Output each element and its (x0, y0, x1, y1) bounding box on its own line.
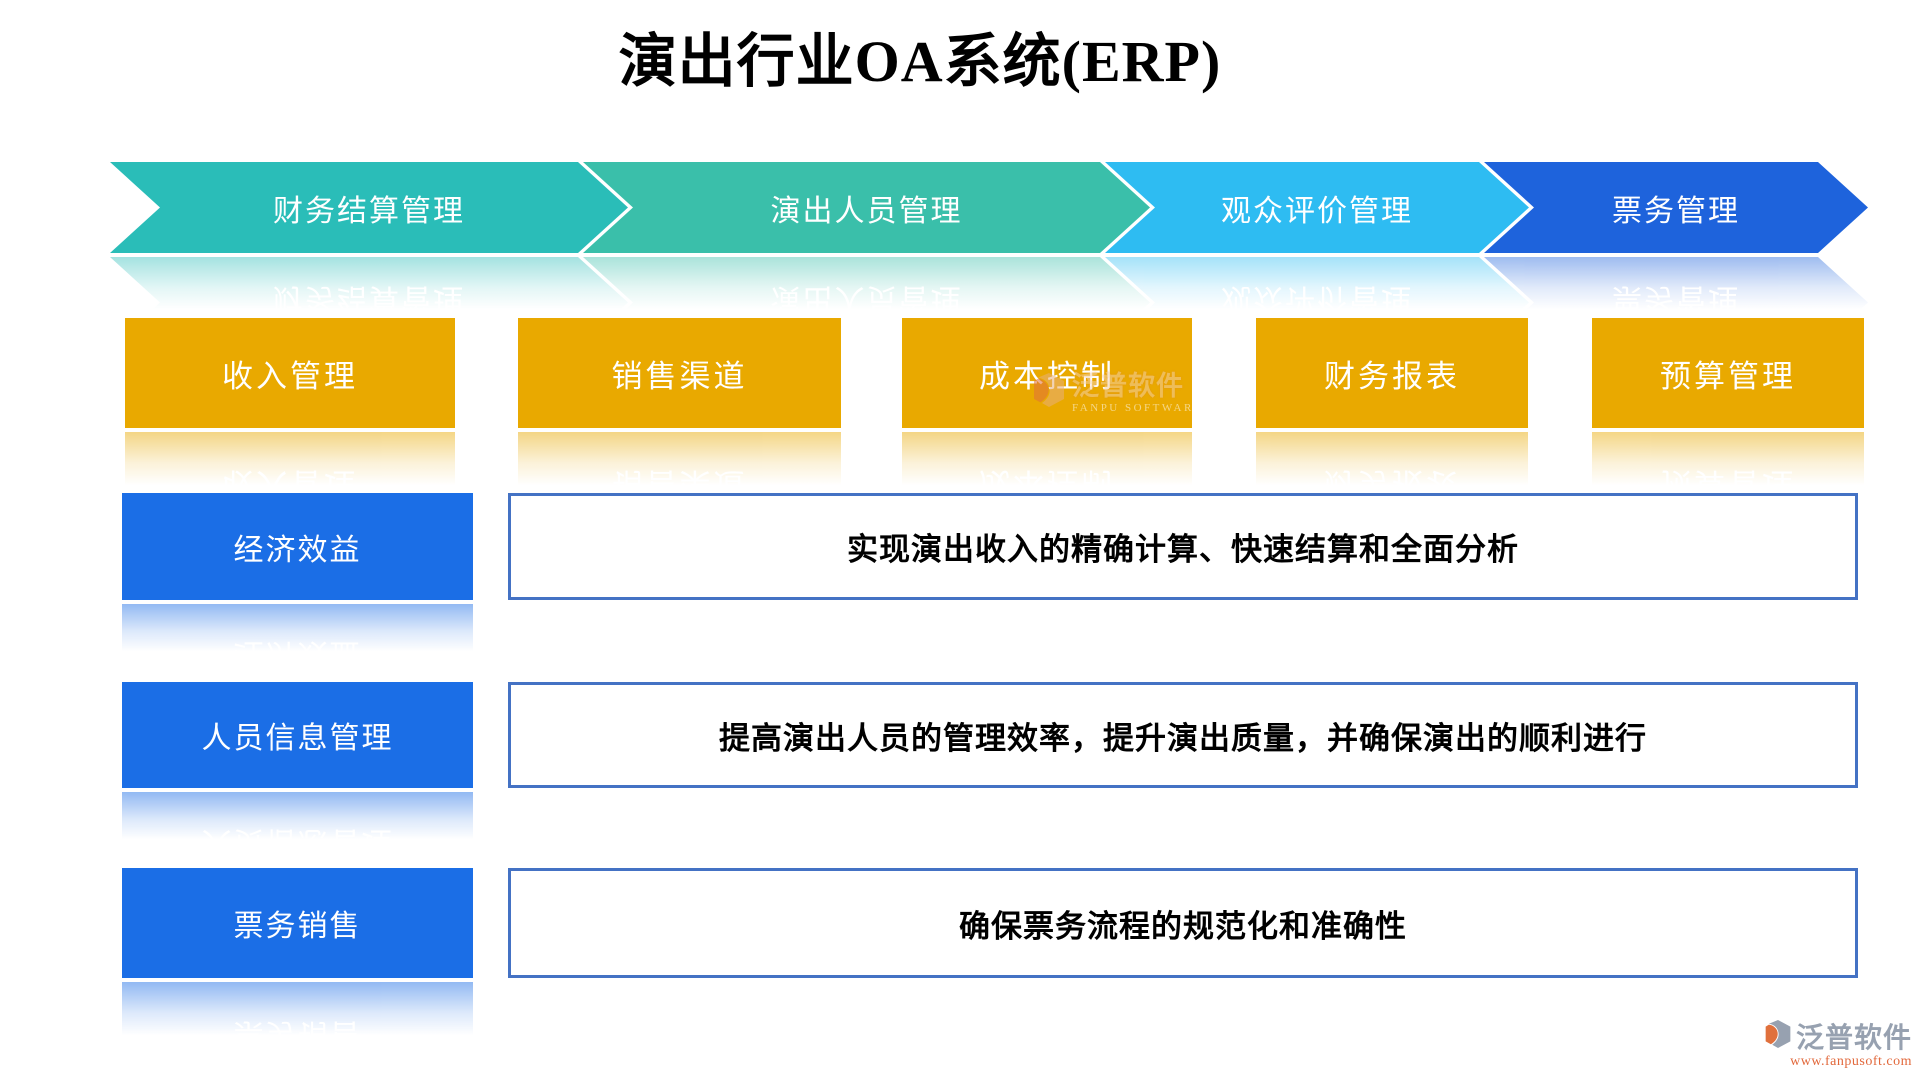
module-label: 财务报表 (1324, 358, 1460, 394)
footer-brand-name: 泛普软件 (1795, 1023, 1912, 1054)
page-title: 演出行业OA系统(ERP) (618, 29, 1222, 94)
process-step-finance-settlement: 财务结算管理 (110, 162, 628, 253)
module-label: 预算管理 (1660, 358, 1796, 394)
benefit-label-economic-benefit: 经济效益 (122, 493, 473, 600)
benefit-label-text: 票务销售 (233, 910, 362, 943)
footer-brand-logo: 泛普软件 www.fanpusoft.com (1764, 1016, 1912, 1070)
process-band-reflection: 财务结算管理 演出人员管理 观众评价管理 票务管理 (0, 257, 1920, 312)
module-label: 销售渠道 (611, 358, 748, 394)
module-income-management: 收入管理 (125, 318, 455, 428)
module-cost-control: 成本控制 (902, 318, 1192, 428)
benefit-label-text: 人员信息管理 (201, 722, 394, 755)
benefit-label-reflection: 人员信息管理 (122, 792, 473, 842)
process-step-audience-evaluation: 观众评价管理 (1105, 162, 1529, 253)
benefit-label-ticket-sales: 票务销售 (122, 868, 473, 978)
module-label: 收入管理 (222, 358, 358, 394)
fanpu-logo-icon (1764, 1019, 1792, 1054)
benefit-description-text: 提高演出人员的管理效率，提升演出质量，并确保演出的顺利进行 (719, 720, 1647, 756)
benefit-label-reflection: 票务销售 (122, 982, 473, 1038)
process-step-label: 财务结算管理 (273, 194, 465, 228)
modules-reflection: 收入管理 销售渠道 成本控制 财务报表 预算管理 (0, 432, 1920, 488)
benefit-description-personnel-info: 提高演出人员的管理效率，提升演出质量，并确保演出的顺利进行 (508, 682, 1858, 788)
benefit-label-reflection: 经济效益 (122, 604, 473, 654)
process-step-label: 票务管理 (1612, 194, 1740, 228)
benefit-description-economic-benefit: 实现演出收入的精确计算、快速结算和全面分析 (508, 493, 1858, 600)
process-step-label: 演出人员管理 (770, 194, 963, 228)
benefit-label-text: 经济效益 (233, 533, 362, 567)
benefit-description-ticket-sales: 确保票务流程的规范化和准确性 (508, 868, 1858, 978)
process-step-performer-management: 演出人员管理 (583, 162, 1150, 253)
benefit-description-text: 确保票务流程的规范化和准确性 (959, 908, 1407, 944)
process-step-label: 观众评价管理 (1221, 194, 1413, 228)
module-budget-management: 预算管理 (1592, 318, 1864, 428)
process-step-ticketing: 票务管理 (1484, 162, 1868, 253)
module-sales-channels: 销售渠道 (518, 318, 841, 428)
module-financial-reports: 财务报表 (1256, 318, 1528, 428)
benefit-label-personnel-info: 人员信息管理 (122, 682, 473, 788)
reflection-fade (0, 257, 1920, 312)
module-label: 成本控制 (979, 358, 1115, 394)
benefit-description-text: 实现演出收入的精确计算、快速结算和全面分析 (847, 532, 1519, 567)
footer-website: www.fanpusoft.com (1790, 1054, 1912, 1069)
reflection-fade (0, 432, 1920, 488)
